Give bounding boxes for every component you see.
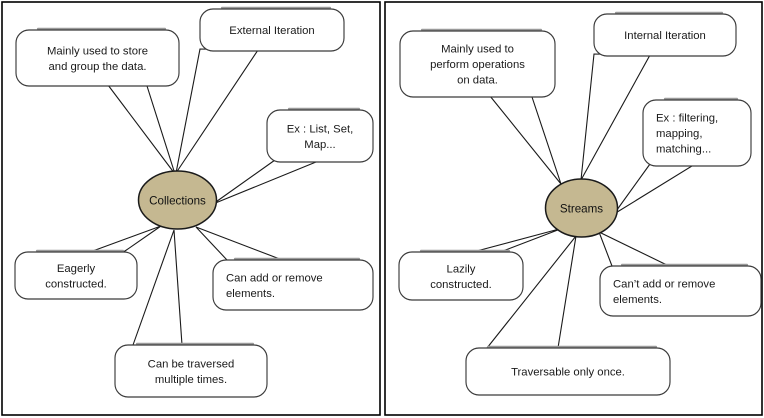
center-node-shape[interactable] [137, 170, 218, 230]
callout-body[interactable] [15, 29, 180, 87]
callout-text: Traversable only once. [511, 367, 625, 379]
callout-internal-iteration[interactable]: Internal Iteration [580, 11, 737, 181]
center-node-label: Streams [560, 203, 603, 216]
callout-body[interactable] [14, 251, 138, 300]
callout-body[interactable] [399, 30, 556, 98]
center-node-collections[interactable]: Collections [137, 170, 218, 230]
center-node-streams[interactable]: Streams [544, 178, 619, 238]
callout-body[interactable] [398, 251, 524, 301]
center-node-label: Collections [149, 195, 206, 208]
center-node-shape[interactable] [544, 178, 619, 238]
callout-external-iteration[interactable]: External Iteration [175, 6, 345, 174]
callout-text: External Iteration [229, 25, 314, 37]
callout-ex-filtering-mapping-matching[interactable]: Ex : filtering,mapping,matching... [613, 97, 752, 215]
callout-traversable-only-once[interactable]: Traversable only once. [465, 234, 671, 396]
callout-body[interactable] [465, 347, 671, 396]
callout-body[interactable] [212, 259, 374, 311]
callout-body[interactable] [114, 344, 268, 398]
callout-text: Ex : List, Set,Map... [287, 123, 354, 151]
callout-text: Ex : filtering,mapping,matching... [656, 113, 718, 156]
callout-body[interactable] [593, 13, 737, 57]
callout-text: Internal Iteration [624, 30, 706, 42]
callout-ex-list-set-map[interactable]: Ex : List, Set,Map... [212, 107, 374, 205]
callout-body[interactable] [642, 99, 752, 167]
callout-body[interactable] [266, 109, 374, 163]
callout-body[interactable] [199, 8, 345, 52]
callout-body[interactable] [599, 265, 762, 317]
